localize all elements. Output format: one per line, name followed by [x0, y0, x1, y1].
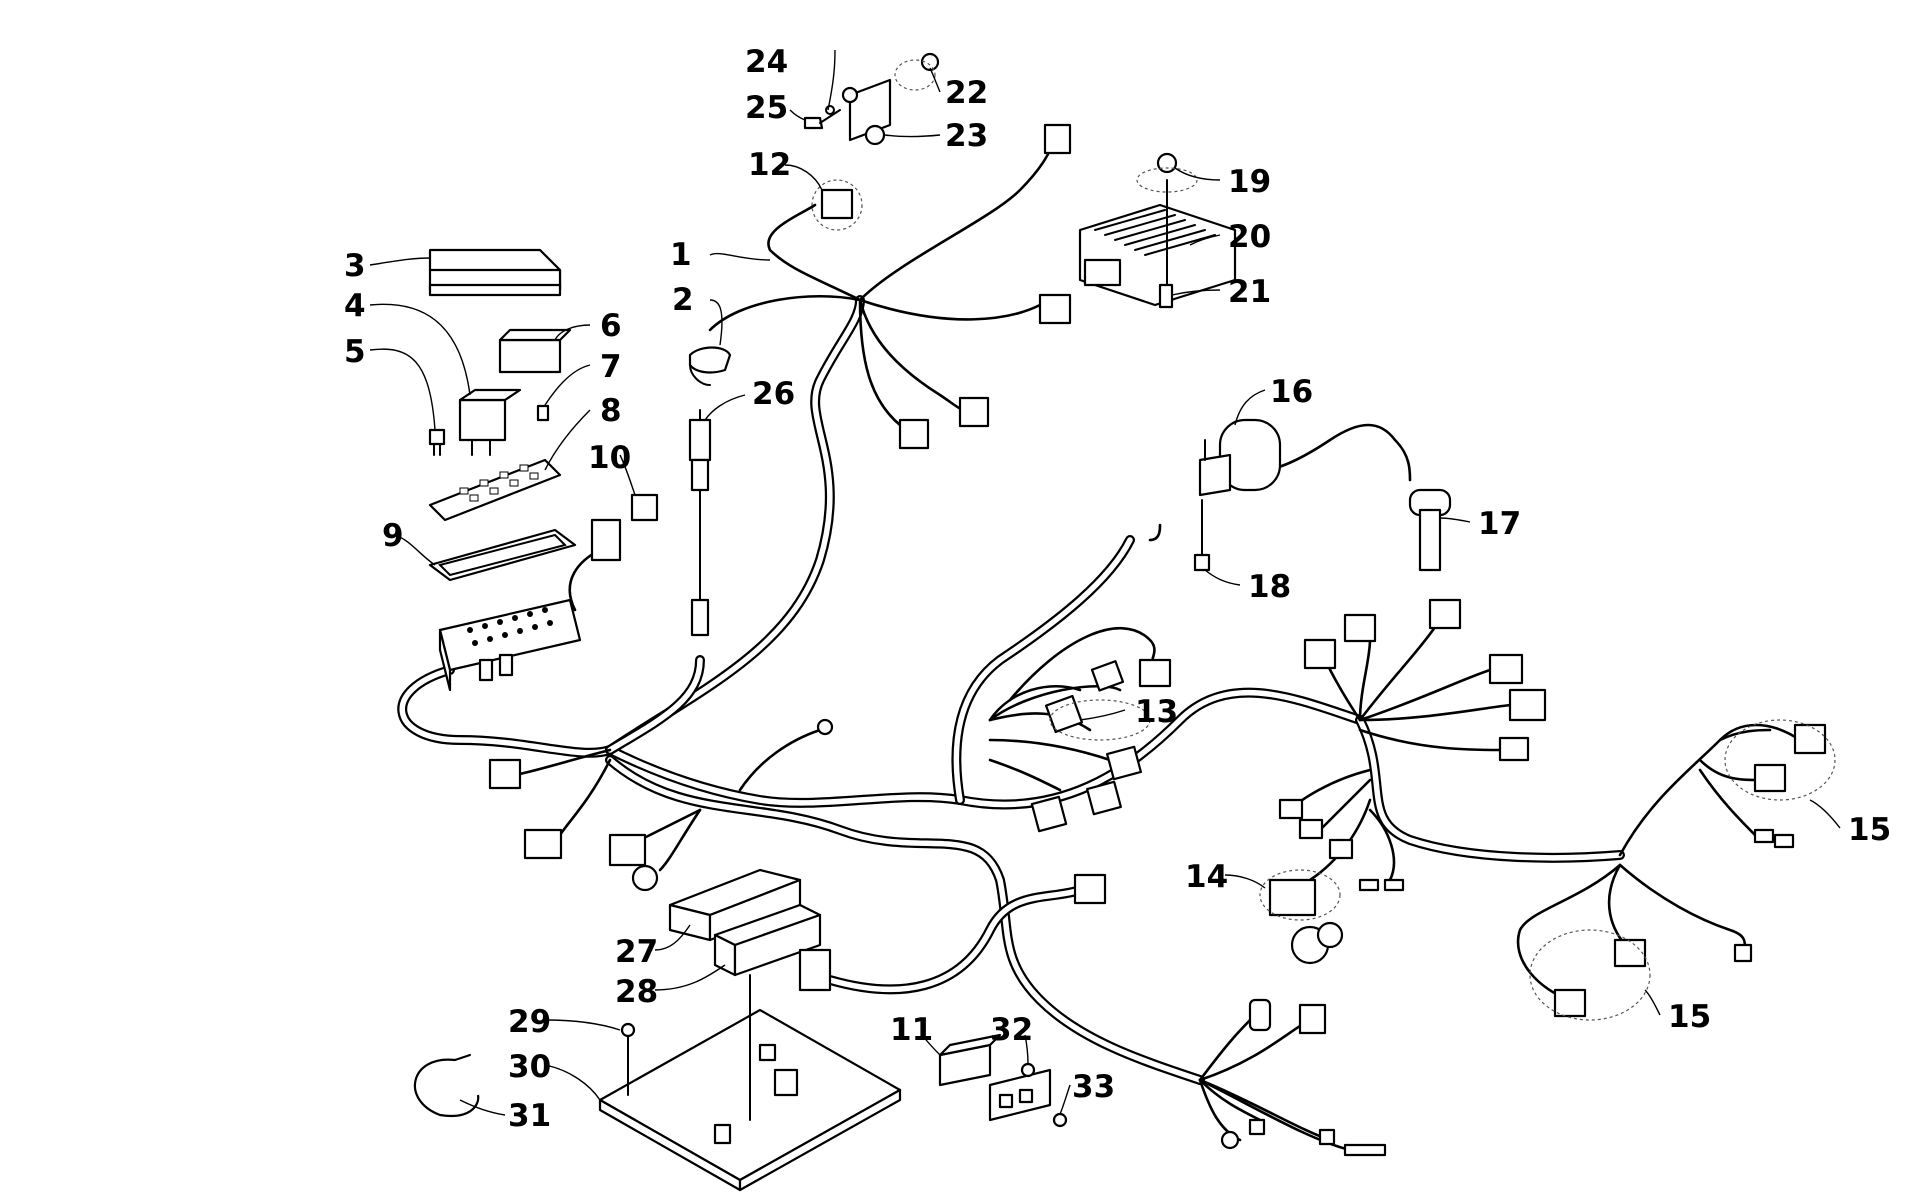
callout-5: 5	[344, 334, 366, 370]
callout-3: 3	[344, 248, 366, 284]
callout-7: 7	[600, 349, 622, 385]
fuse-box-cover	[428, 248, 562, 297]
ignition-coil	[1193, 418, 1452, 572]
callout-12: 12	[748, 147, 791, 183]
mini-fuse	[536, 404, 550, 422]
clamp-ring	[413, 1054, 480, 1118]
callout-27: 27	[615, 934, 658, 970]
callout-10: 10	[588, 440, 631, 476]
callout-26: 26	[752, 376, 795, 412]
callout-2: 2	[672, 282, 694, 318]
callout-18: 18	[1248, 569, 1291, 605]
fuse-board	[428, 458, 562, 522]
relay	[458, 388, 522, 456]
callout-1: 1	[670, 237, 692, 273]
callout-20: 20	[1228, 219, 1271, 255]
fuse-box-base	[438, 598, 582, 692]
connector-10	[590, 493, 659, 562]
callout-29: 29	[508, 1004, 551, 1040]
fuse-box-gasket	[428, 528, 577, 582]
callout-32: 32	[990, 1012, 1033, 1048]
callout-30: 30	[508, 1049, 551, 1085]
main-harness	[397, 295, 1625, 1085]
callout-11: 11	[890, 1012, 933, 1048]
ecu	[713, 873, 1107, 992]
relay-11	[938, 1033, 1002, 1087]
voltage-regulator	[1078, 152, 1237, 309]
right-harness-connectors	[1303, 598, 1547, 762]
connector-group-13	[1030, 658, 1172, 833]
callout-33: 33	[1072, 1069, 1115, 1105]
callout-9: 9	[382, 518, 404, 554]
callout-19: 19	[1228, 164, 1271, 200]
callout-4: 4	[344, 288, 366, 324]
connector-2	[688, 346, 732, 386]
callout-8: 8	[600, 393, 622, 429]
left-lower-connectors	[488, 718, 834, 892]
leader-lines	[369, 49, 1841, 1116]
callout-13: 13	[1135, 694, 1178, 730]
callout-28: 28	[615, 974, 658, 1010]
sensor	[688, 409, 712, 637]
callout-17: 17	[1478, 506, 1521, 542]
fuse	[428, 428, 446, 456]
callout-15a: 15	[1848, 812, 1891, 848]
callout-25: 25	[745, 90, 788, 126]
bracket-hardware	[803, 52, 940, 146]
terminal-block	[988, 1062, 1068, 1128]
mounting-plate	[598, 974, 902, 1192]
callout-24: 24	[745, 44, 788, 80]
bottom-right-connectors	[1220, 998, 1387, 1157]
connector-group-15-upper	[1724, 719, 1836, 849]
callout-31: 31	[508, 1098, 551, 1134]
callout-6: 6	[600, 308, 622, 344]
connector-group-15-lower	[1529, 929, 1753, 1021]
callout-15b: 15	[1668, 999, 1711, 1035]
callout-16: 16	[1270, 374, 1313, 410]
harness-top-connectors	[898, 123, 1072, 450]
relay-small	[498, 328, 572, 374]
ecu-cover	[668, 868, 802, 942]
callout-22: 22	[945, 75, 988, 111]
callout-23: 23	[945, 118, 988, 154]
callout-14: 14	[1185, 859, 1228, 895]
callout-21: 21	[1228, 274, 1271, 310]
connector-12	[811, 179, 863, 231]
callout-labels: 1 2 3 4 5 6 7 8 9 10 11 12 13 14 15 15 1…	[344, 44, 1891, 1134]
connector-group-14	[1259, 798, 1405, 965]
